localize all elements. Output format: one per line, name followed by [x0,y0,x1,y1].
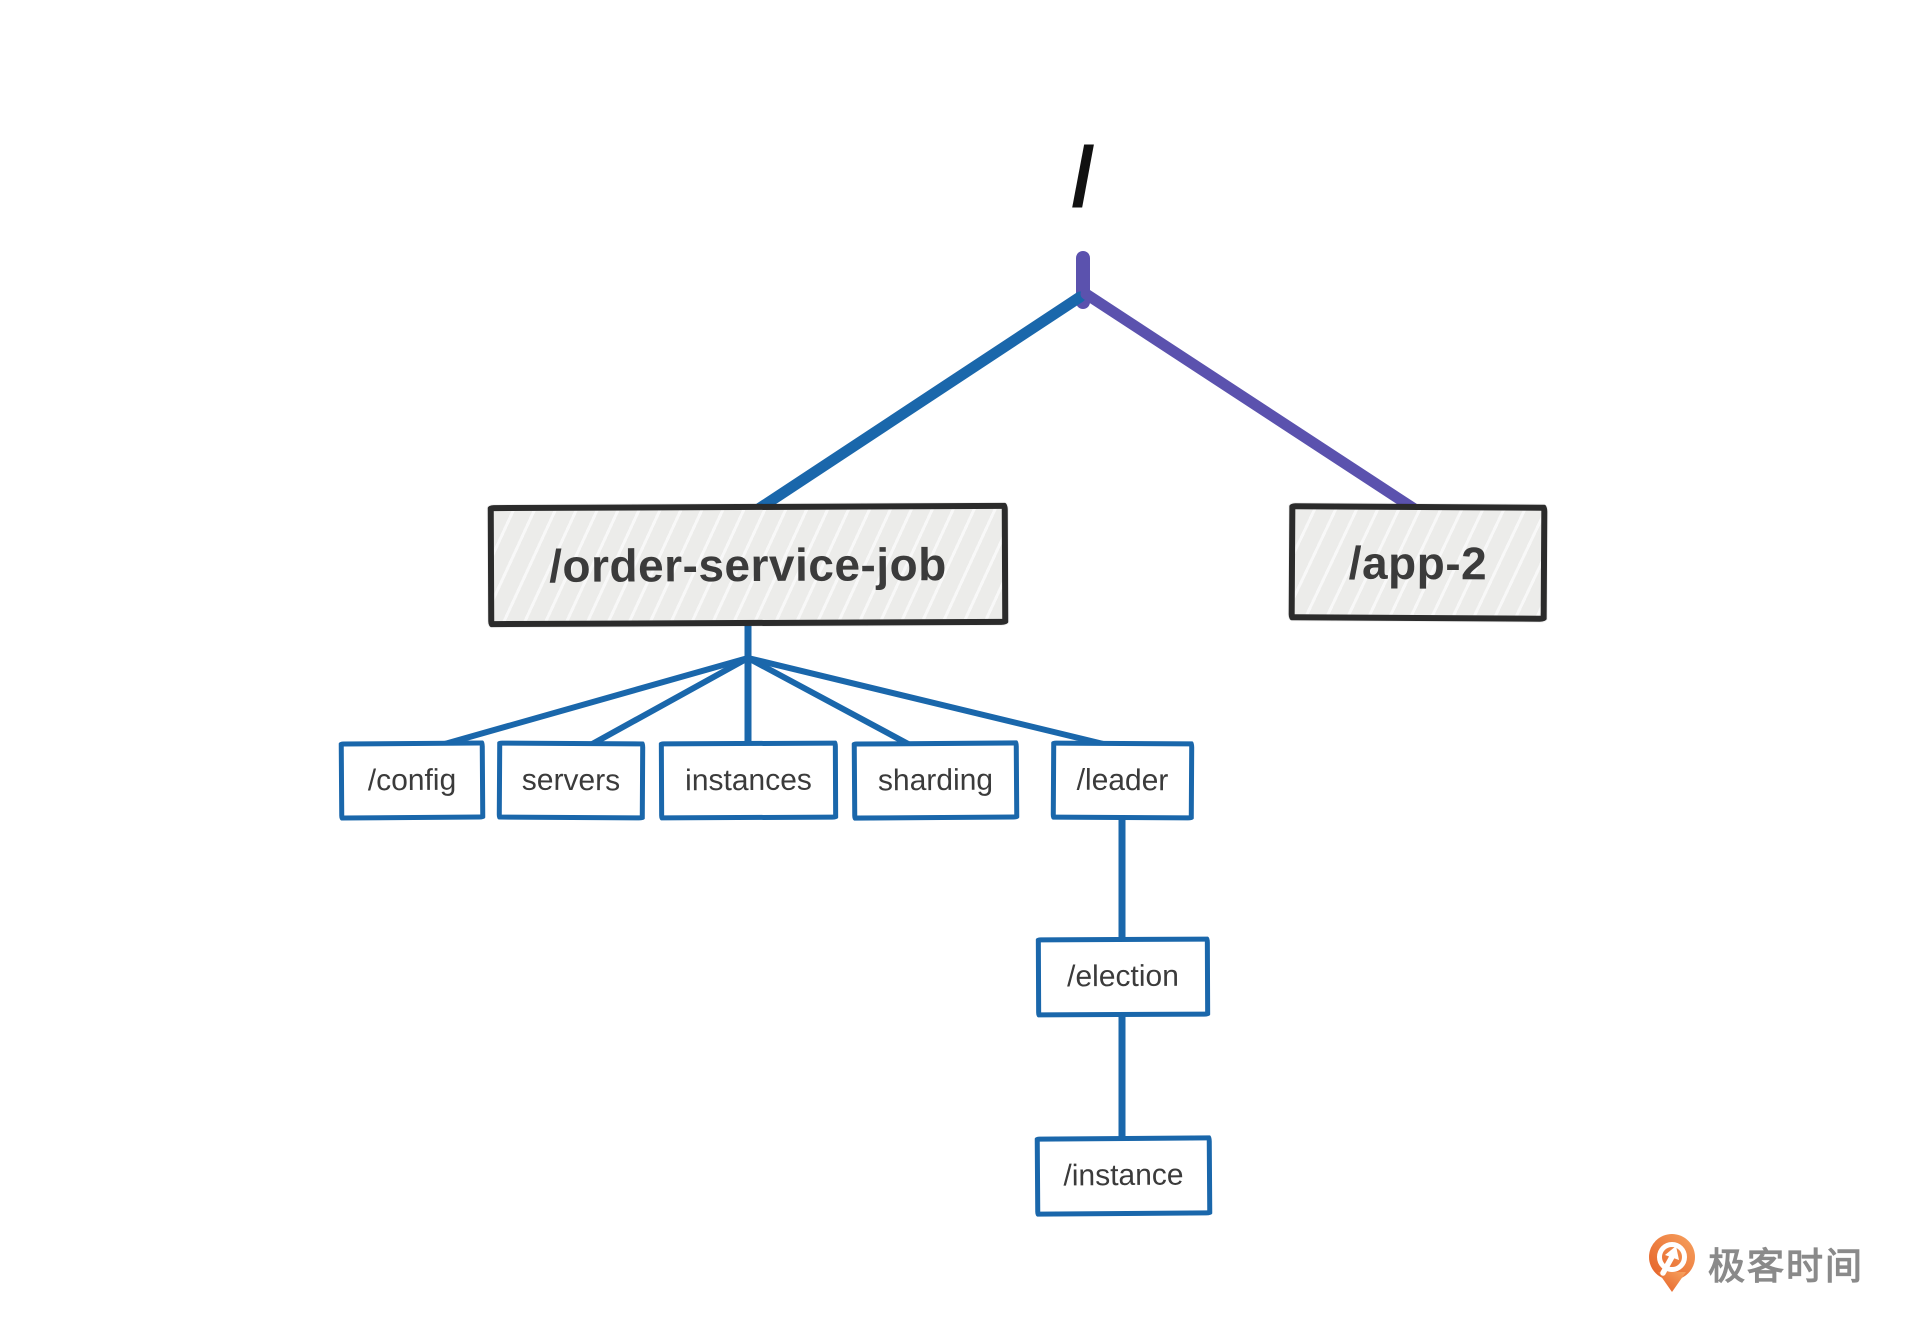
node-servers: servers [496,740,646,821]
node-instances: instances [658,740,839,821]
connector-osj-to-config [410,655,751,756]
node-sharding: sharding [851,740,1020,821]
geektime-logo-icon [1649,1234,1695,1292]
node-root: / [1071,129,1095,224]
node-leader: /leader [1050,740,1195,821]
brand-watermark: 极客时间 [1646,1232,1864,1294]
node-election: /election [1035,936,1211,1018]
connector-root-to-app-2 [1080,288,1419,514]
connector-root-to-order-service-job [754,291,1086,514]
node-app-2: /app-2 [1288,503,1548,622]
node-config: /config [338,740,486,821]
brand-name: 极客时间 [1708,1246,1864,1287]
connector-osj-to-sharding [745,655,928,756]
node-instance: /instance [1034,1135,1213,1217]
node-order-service-job: /order-service-job [487,502,1009,628]
connector-osj-to-servers [573,655,751,756]
connector-osj-to-leader [745,655,1123,751]
